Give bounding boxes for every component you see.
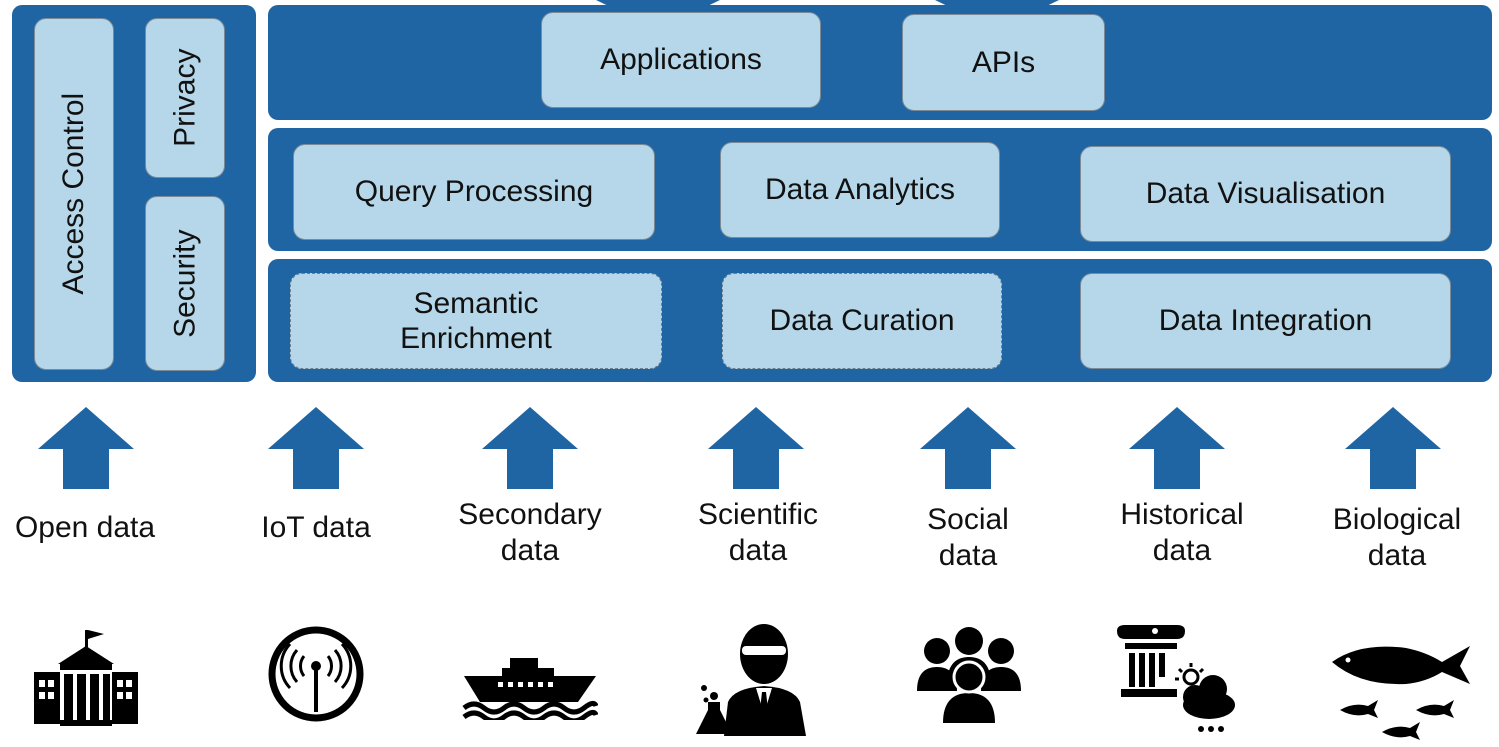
apis-label: APIs bbox=[971, 45, 1036, 79]
data-integration-box: Data Integration bbox=[1080, 273, 1451, 369]
apis-box: APIs bbox=[902, 14, 1105, 111]
semantic-enrichment-label-line1: Semantic bbox=[413, 286, 539, 320]
access-control-label: Access Control bbox=[57, 93, 91, 295]
source-label-line2: data bbox=[1152, 534, 1212, 567]
semantic-enrichment-label-line2: Enrichment bbox=[400, 322, 552, 355]
source-label-line2: data bbox=[500, 534, 560, 567]
source-label-line1: IoT data bbox=[261, 511, 371, 544]
query-processing-box: Query Processing bbox=[293, 144, 655, 240]
up-arrow-icon bbox=[920, 407, 1016, 489]
data-curation-label: Data Curation bbox=[769, 304, 955, 338]
applications-layer-panel bbox=[268, 5, 1492, 120]
privacy-label: Privacy bbox=[168, 48, 202, 148]
people-group-icon bbox=[917, 627, 1021, 723]
data-integration-label: Data Integration bbox=[1158, 304, 1373, 338]
source-label-line1: Scientific bbox=[697, 498, 819, 531]
wireless-antenna-icon bbox=[268, 626, 364, 722]
privacy-box: Privacy bbox=[145, 18, 225, 178]
fish-icon bbox=[1332, 646, 1470, 740]
source-label-line2: data bbox=[728, 534, 788, 567]
access-control-box: Access Control bbox=[34, 18, 114, 370]
data-visualisation-box: Data Visualisation bbox=[1080, 146, 1451, 242]
historical-data-label: Historical data bbox=[1120, 497, 1243, 569]
up-arrow-icon bbox=[38, 407, 134, 489]
up-arrow-icon bbox=[1129, 407, 1225, 489]
source-label-line1: Secondary bbox=[458, 498, 602, 531]
data-curation-box: Data Curation bbox=[722, 273, 1002, 369]
source-label-line1: Biological bbox=[1332, 503, 1462, 536]
scientific-data-label: Scientific data bbox=[698, 497, 818, 569]
applications-box: Applications bbox=[541, 12, 821, 108]
government-building-icon bbox=[34, 630, 138, 726]
social-data-label: Social data bbox=[927, 502, 1009, 574]
data-visualisation-label: Data Visualisation bbox=[1145, 177, 1386, 211]
semantic-enrichment-box: Semantic Enrichment bbox=[290, 273, 662, 369]
source-label-line1: Open data bbox=[14, 511, 156, 544]
column-weather-icon bbox=[1117, 625, 1235, 732]
source-label-line2: data bbox=[1367, 539, 1427, 572]
scientist-icon bbox=[696, 624, 806, 736]
secondary-data-label: Secondary data bbox=[458, 497, 601, 569]
data-analytics-label: Data Analytics bbox=[764, 173, 956, 207]
up-arrow-icon bbox=[482, 407, 578, 489]
query-processing-label: Query Processing bbox=[354, 175, 594, 209]
iot-data-label: IoT data bbox=[261, 510, 371, 546]
up-arrow-icon bbox=[268, 407, 364, 489]
up-arrow-icon bbox=[708, 407, 804, 489]
applications-label: Applications bbox=[600, 43, 762, 77]
source-label-line1: Historical bbox=[1120, 498, 1244, 531]
source-label-line1: Social bbox=[927, 503, 1009, 536]
up-arrow-icon bbox=[1345, 407, 1441, 489]
security-box: Security bbox=[145, 196, 225, 371]
open-data-label: Open data bbox=[15, 510, 155, 546]
biological-data-label: Biological data bbox=[1333, 502, 1461, 574]
source-label-line2: data bbox=[938, 539, 998, 572]
ship-icon bbox=[462, 658, 598, 720]
data-analytics-box: Data Analytics bbox=[720, 142, 1000, 238]
security-label: Security bbox=[168, 229, 202, 338]
